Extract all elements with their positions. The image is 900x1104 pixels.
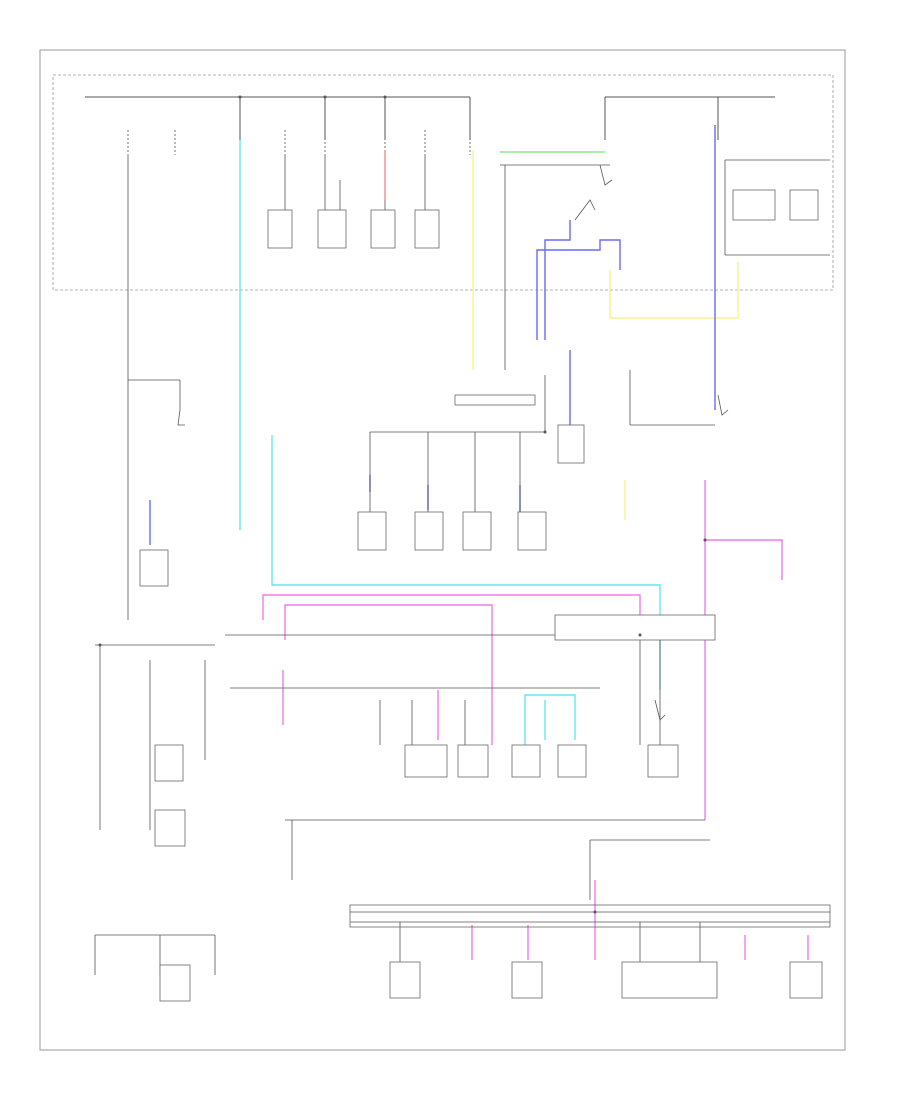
fuse-box-wires	[284, 155, 830, 370]
magenta-wires	[262, 480, 809, 960]
outer-frame	[39, 49, 846, 1051]
fuse-box-border	[52, 74, 834, 291]
top-bus	[85, 96, 775, 140]
components	[139, 424, 823, 1002]
switches	[177, 164, 729, 721]
cyan-wires	[239, 140, 661, 745]
connectors	[349, 394, 831, 928]
junction-points	[98, 95, 707, 914]
fuses-top	[127, 118, 719, 155]
main-wiring	[94, 155, 830, 975]
blue-wires	[149, 125, 716, 545]
fuse-box-relays	[267, 189, 819, 249]
yellow-wires	[472, 150, 739, 520]
